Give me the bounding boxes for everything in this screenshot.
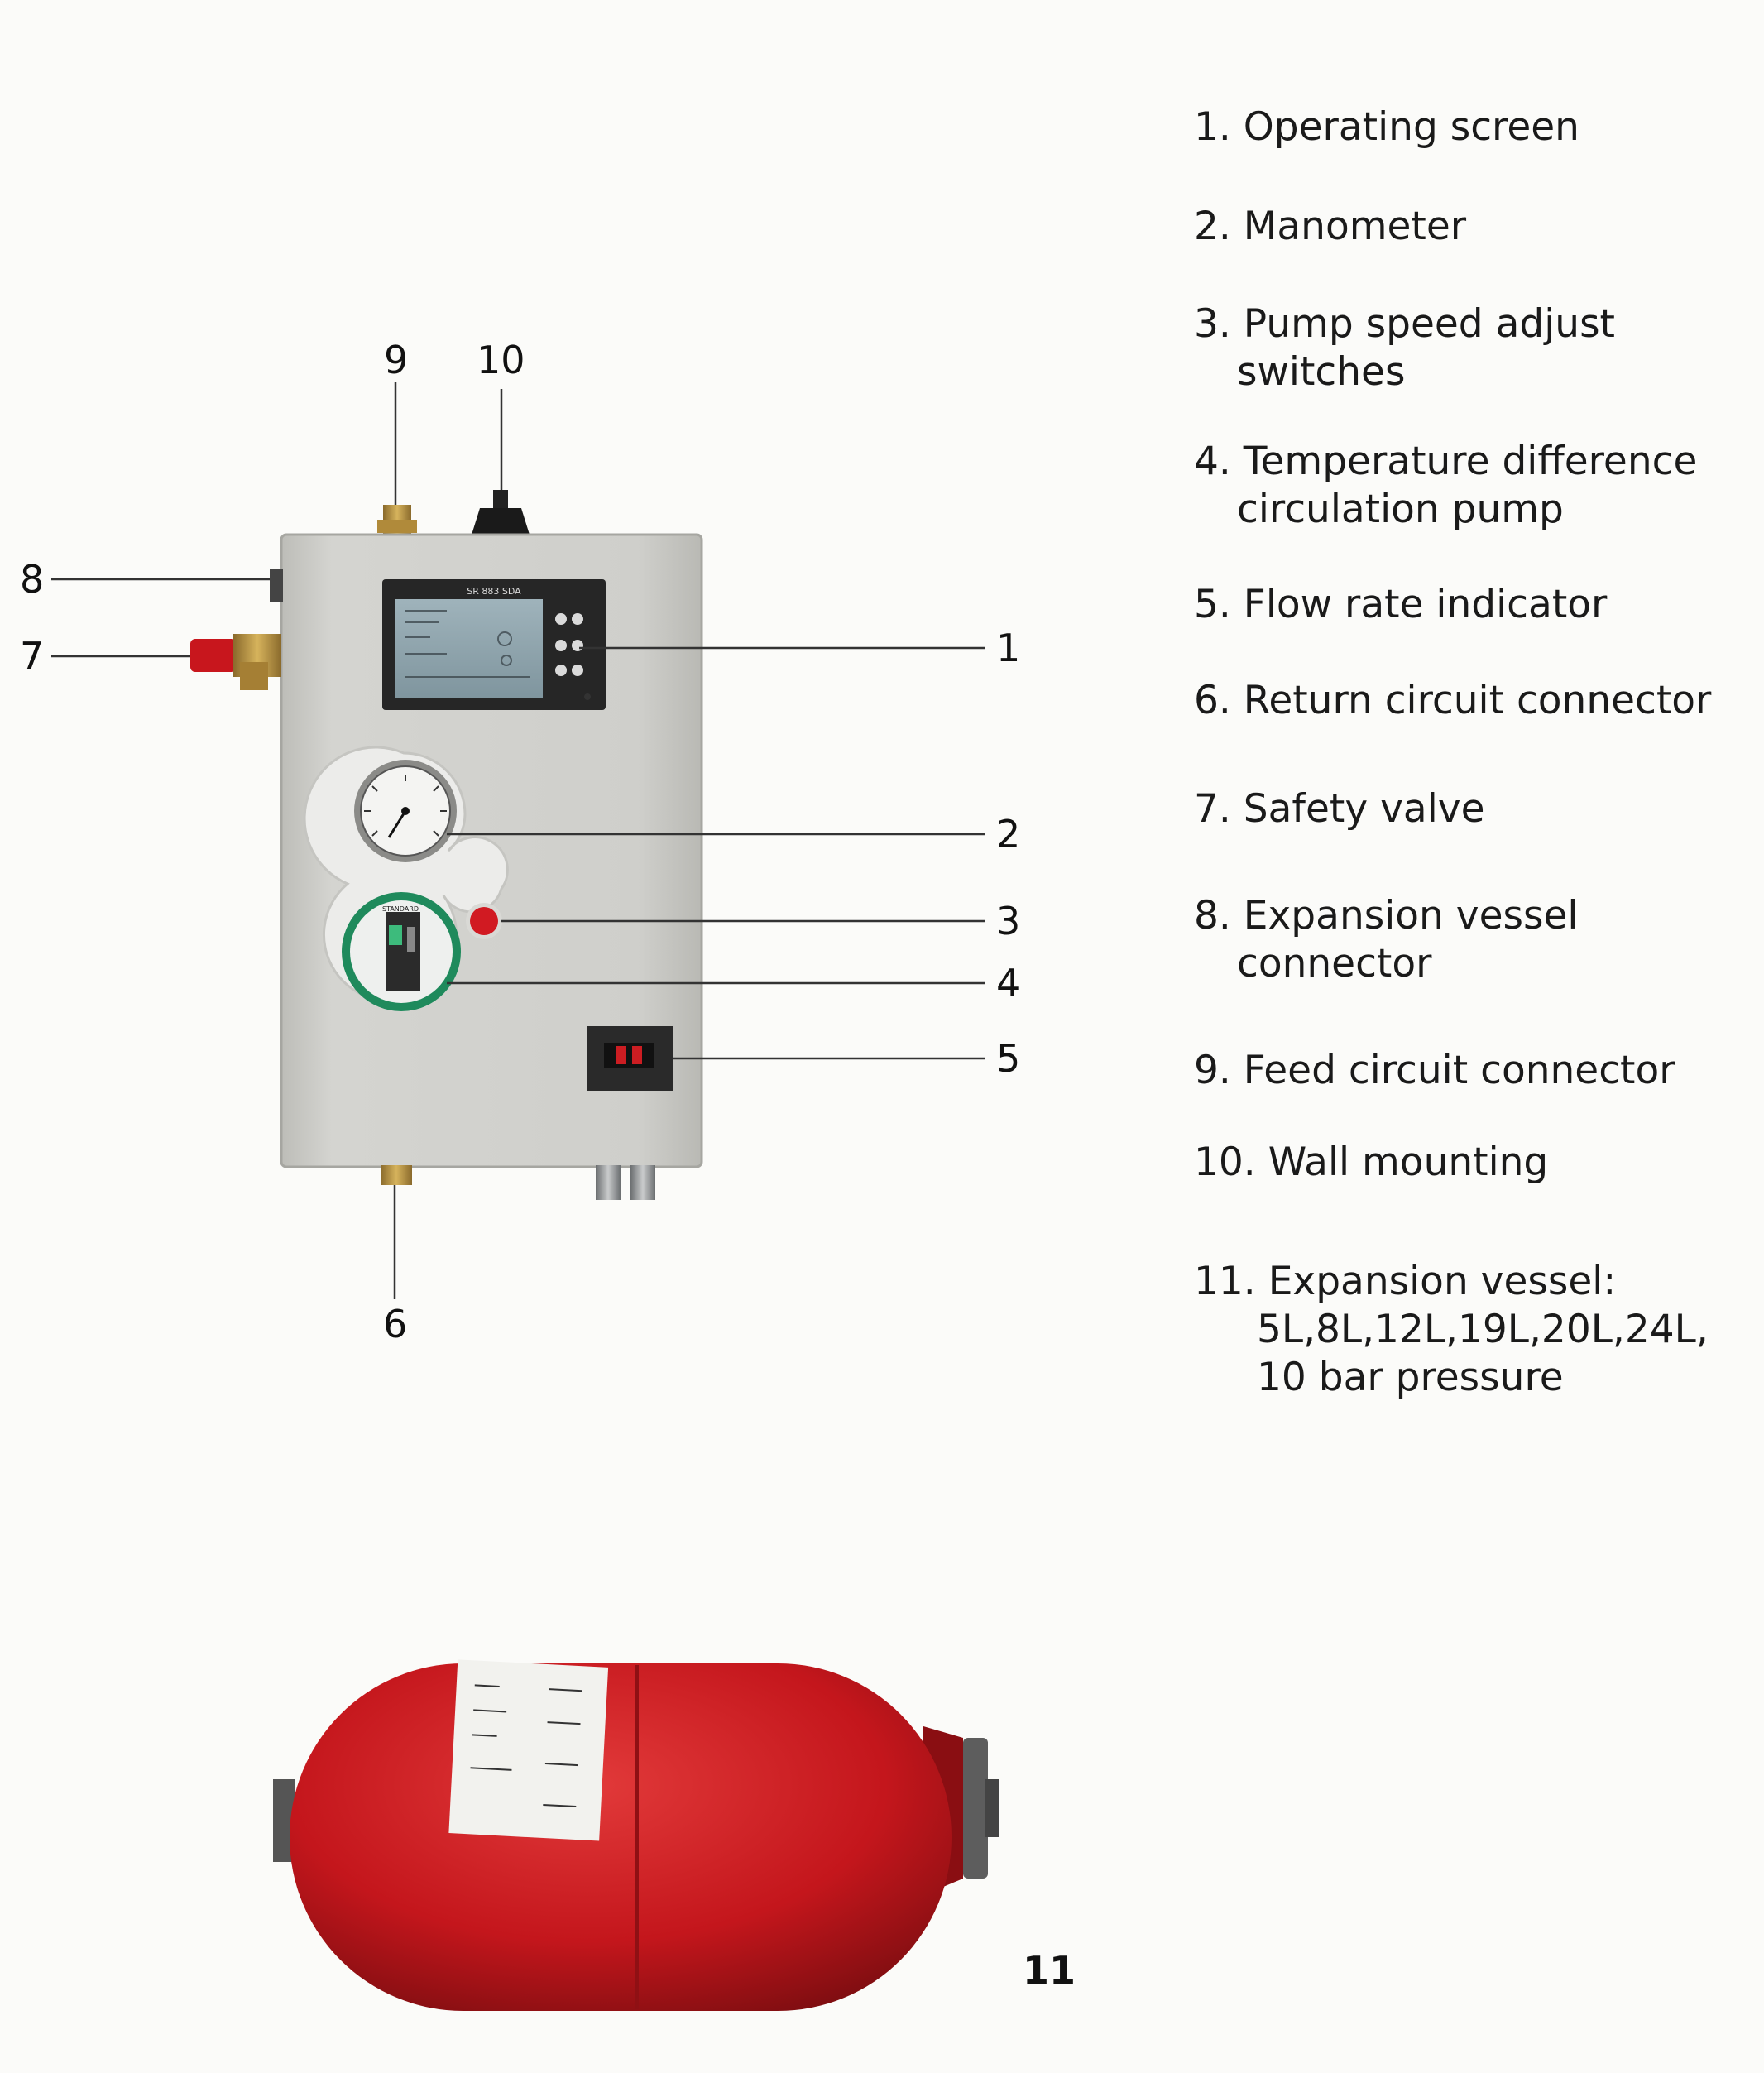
callout-10: 10 (477, 338, 525, 382)
callout-4: 4 (996, 961, 1021, 1005)
leader-lines (51, 382, 985, 1299)
callout-1: 1 (996, 626, 1021, 670)
feed-circuit-connector (377, 505, 417, 535)
wall-mounting-bracket (472, 490, 530, 535)
callout-11: 11 (1023, 1948, 1076, 1993)
legend-item-4: 4. Temperature difference circulation pu… (1194, 439, 1698, 532)
screen-title: SR 883 SDA (467, 586, 521, 597)
legend-item-3: 3. Pump speed adjust switches (1194, 301, 1615, 395)
pump-speed-switch (466, 903, 502, 939)
callout-7: 7 (20, 634, 45, 679)
legend-item-8: 8. Expansion vessel connector (1194, 893, 1579, 986)
callout-3: 3 (996, 899, 1021, 943)
flow-rate-indicator (587, 1026, 673, 1091)
legend-item-1: 1. Operating screen (1194, 104, 1579, 150)
manometer (354, 760, 457, 862)
legend-item-2: 2. Manometer (1194, 204, 1467, 249)
legend-item-11: 11. Expansion vessel: 5L,8L,12L,19L,20L,… (1194, 1259, 1709, 1400)
bottom-connectors (596, 1165, 655, 1200)
expansion-vessel-connector (270, 569, 283, 602)
legend-item-9: 9. Feed circuit connector (1194, 1048, 1675, 1093)
callout-5: 5 (996, 1036, 1021, 1081)
legend-item-6: 6. Return circuit connector (1194, 678, 1712, 723)
return-circuit-connector (381, 1165, 412, 1185)
callout-2: 2 (996, 812, 1021, 857)
pump-label: STANDARD (382, 905, 419, 913)
legend-item-10: 10. Wall mounting (1194, 1140, 1549, 1185)
circulation-pump: STANDARD (342, 892, 461, 1011)
safety-valve (190, 634, 281, 690)
expansion-vessel (273, 1659, 999, 2011)
callout-6: 6 (383, 1302, 408, 1346)
legend-item-7: 7. Safety valve (1194, 786, 1485, 832)
vessel-label (448, 1659, 609, 1841)
callout-8: 8 (20, 557, 45, 602)
legend-item-5: 5. Flow rate indicator (1194, 582, 1608, 627)
operating-screen: SR 883 SDA (382, 579, 606, 710)
callout-9: 9 (384, 338, 409, 382)
